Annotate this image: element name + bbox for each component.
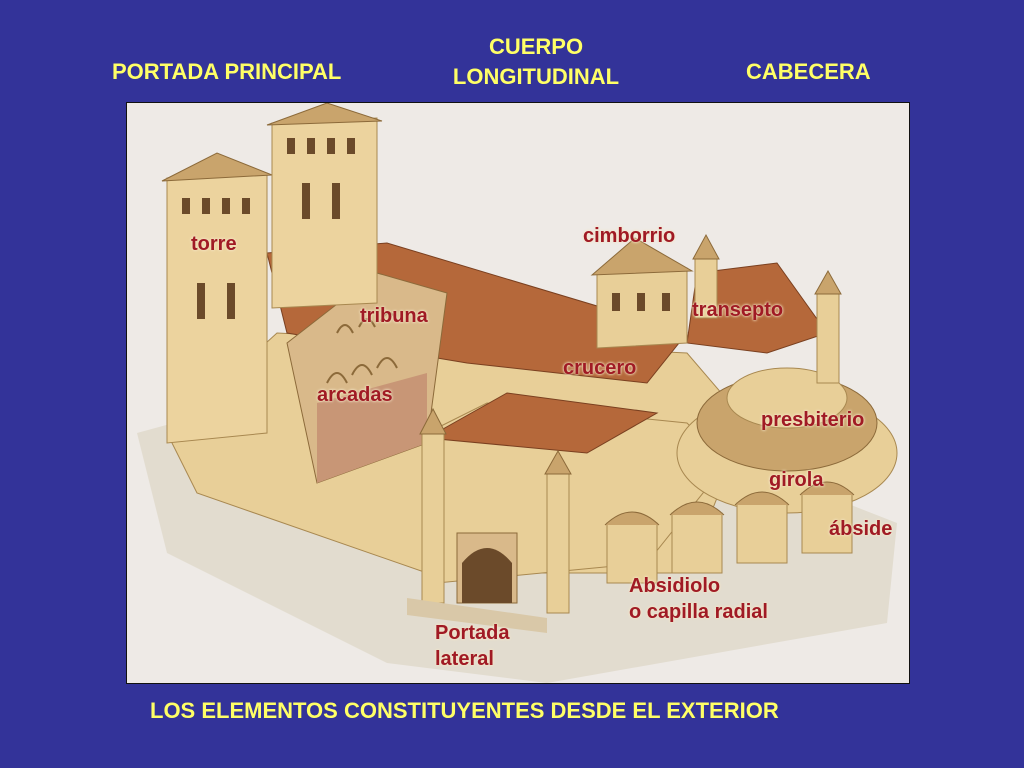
label-cimborrio: cimborrio	[583, 225, 676, 247]
header-cuerpo-line1: CUERPO	[488, 34, 584, 59]
label-tribuna: tribuna	[360, 305, 428, 327]
header-cuerpo-line2: LONGITUDINAL	[452, 64, 620, 89]
label-portada-lateral-line1: Portada	[435, 622, 510, 644]
header-portada-principal: PORTADA PRINCIPAL	[112, 59, 342, 84]
label-abside: ábside	[829, 518, 893, 540]
church-illustration	[137, 103, 898, 683]
church-illustration-frame: torre tribuna arcadas cimborrio transept…	[126, 102, 910, 684]
label-presbiterio: presbiterio	[761, 409, 865, 431]
label-torre: torre	[191, 233, 237, 255]
label-absidiolo-line1: Absidiolo	[629, 575, 721, 597]
label-portada-lateral: Portada lateral	[435, 620, 509, 672]
label-transepto: transepto	[692, 299, 784, 321]
label-girola: girola	[769, 469, 824, 491]
header-cabecera: CABECERA	[746, 59, 871, 84]
header-cuerpo-longitudinal: CUERPO LONGITUDINAL	[436, 32, 636, 92]
label-absidiolo-line2: o capilla radial	[629, 601, 768, 623]
label-crucero: crucero	[563, 357, 637, 379]
label-portada-lateral-line2: lateral	[435, 648, 494, 670]
footer-caption: LOS ELEMENTOS CONSTITUYENTES DESDE EL EX…	[150, 698, 779, 723]
label-absidiolo: Absidiolo o capilla radial	[629, 573, 768, 625]
label-arcadas: arcadas	[317, 384, 393, 406]
